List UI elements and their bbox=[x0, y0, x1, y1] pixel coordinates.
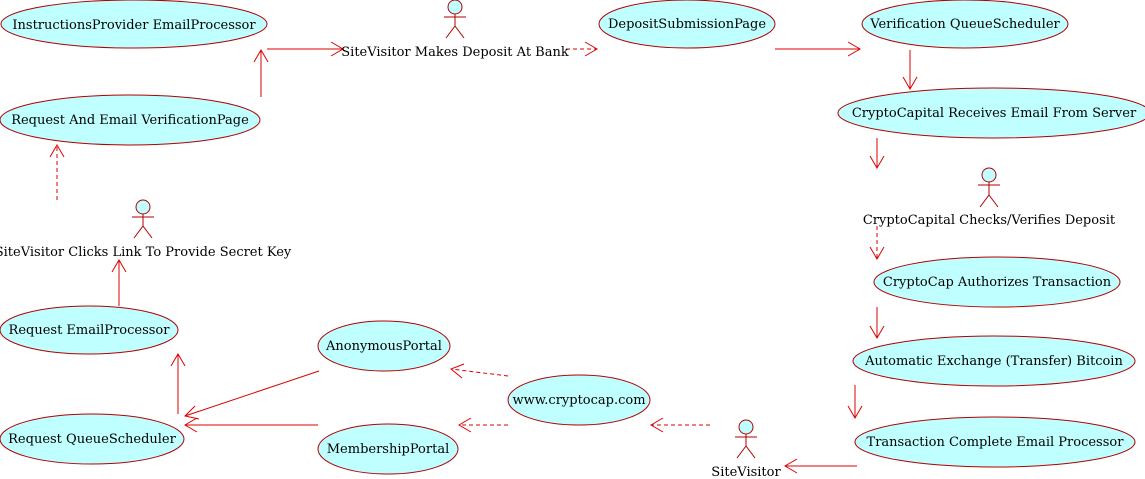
use-case-deposit-submission-page: DepositSubmissionPage bbox=[598, 0, 776, 49]
actor-sitevisitor-deposit: SiteVisitor Makes Deposit At Bank bbox=[341, 0, 569, 60]
use-case-automatic-exchange: Automatic Exchange (Transfer) Bitcoin bbox=[852, 335, 1136, 387]
edge-complete-email-to-sitevisitor bbox=[784, 458, 857, 474]
use-case-label: InstructionsProvider EmailProcessor bbox=[12, 18, 256, 33]
edge-request-email-to-link-actor bbox=[111, 259, 127, 306]
edge-deposit-page-to-verification-queue bbox=[775, 41, 861, 57]
edge-membership-to-request-queue bbox=[184, 417, 318, 433]
edge-checks-actor-to-authorizes bbox=[869, 226, 885, 260]
use-case-verification-queue: Verification QueueScheduler bbox=[861, 0, 1069, 49]
use-case-request-verification: Request And Email VerificationPage bbox=[0, 94, 261, 146]
actor-label: CryptoCapital Checks/Verifies Deposit bbox=[863, 213, 1116, 228]
edge-request-queue-to-request-email bbox=[170, 353, 186, 414]
edge-deposit-actor-to-deposit-page bbox=[566, 41, 598, 57]
use-case-label: CryptoCap Authorizes Transaction bbox=[883, 275, 1112, 290]
use-case-label: MembershipPortal bbox=[327, 442, 449, 457]
use-case-membership-portal: MembershipPortal bbox=[317, 423, 459, 475]
actor-sitevisitor: SiteVisitor bbox=[711, 419, 781, 479]
use-case-instructions-provider: InstructionsProvider EmailProcessor bbox=[0, 0, 268, 49]
use-case-label: DepositSubmissionPage bbox=[608, 17, 766, 32]
use-case-www-cryptocap: www.cryptocap.com bbox=[507, 374, 651, 426]
use-case-authorizes-transaction: CryptoCap Authorizes Transaction bbox=[873, 256, 1121, 308]
actor-label: SiteVisitor bbox=[711, 465, 781, 479]
use-case-label: AnonymousPortal bbox=[325, 339, 442, 354]
edge-verification-queue-to-receives-email bbox=[902, 50, 918, 90]
actor-label: SiteVisitor Makes Deposit At Bank bbox=[341, 45, 569, 60]
edge-anonymous-to-request-queue bbox=[183, 370, 320, 420]
stick-figure-icon bbox=[735, 419, 757, 459]
edge-www-to-membership bbox=[458, 417, 508, 433]
stick-figure-icon bbox=[132, 199, 154, 239]
edge-www-to-anonymous bbox=[450, 363, 509, 379]
edge-link-actor-to-request-verification bbox=[49, 144, 65, 200]
use-case-label: www.cryptocap.com bbox=[512, 393, 645, 408]
use-case-label: Request And Email VerificationPage bbox=[11, 113, 249, 128]
use-case-label: Request EmailProcessor bbox=[9, 323, 171, 338]
use-case-label: Automatic Exchange (Transfer) Bitcoin bbox=[864, 354, 1123, 369]
use-case-anonymous-portal: AnonymousPortal bbox=[317, 320, 451, 372]
edge-receives-email-to-checks-actor bbox=[869, 138, 885, 169]
actor-label: SiteVisitor Clicks Link To Provide Secre… bbox=[0, 245, 292, 260]
stick-figure-icon bbox=[978, 167, 1000, 208]
use-case-receives-email: CryptoCapital Receives Email From Server bbox=[837, 87, 1145, 139]
edges bbox=[49, 41, 918, 474]
use-case-label: Request QueueScheduler bbox=[8, 432, 176, 447]
use-case-label: Verification QueueScheduler bbox=[869, 17, 1060, 32]
edge-sitevisitor-to-www bbox=[650, 417, 710, 433]
use-case-label: Transaction Complete Email Processor bbox=[867, 435, 1125, 450]
edge-authorizes-to-exchange bbox=[869, 307, 885, 339]
edge-instructions-to-deposit-actor bbox=[267, 41, 344, 57]
edge-request-verification-to-instructions bbox=[253, 49, 269, 97]
use-case-transaction-complete: Transaction Complete Email Processor bbox=[854, 416, 1136, 468]
stick-figure-icon bbox=[444, 0, 466, 39]
use-case-request-email-processor: Request EmailProcessor bbox=[0, 305, 179, 355]
use-case-request-queue-scheduler: Request QueueScheduler bbox=[0, 413, 185, 465]
actor-sitevisitor-clicks-link: SiteVisitor Clicks Link To Provide Secre… bbox=[0, 199, 292, 260]
actor-cryptocapital-checks: CryptoCapital Checks/Verifies Deposit bbox=[863, 167, 1116, 228]
edge-exchange-to-complete-email bbox=[847, 385, 863, 419]
use-case-label: CryptoCapital Receives Email From Server bbox=[852, 106, 1137, 121]
